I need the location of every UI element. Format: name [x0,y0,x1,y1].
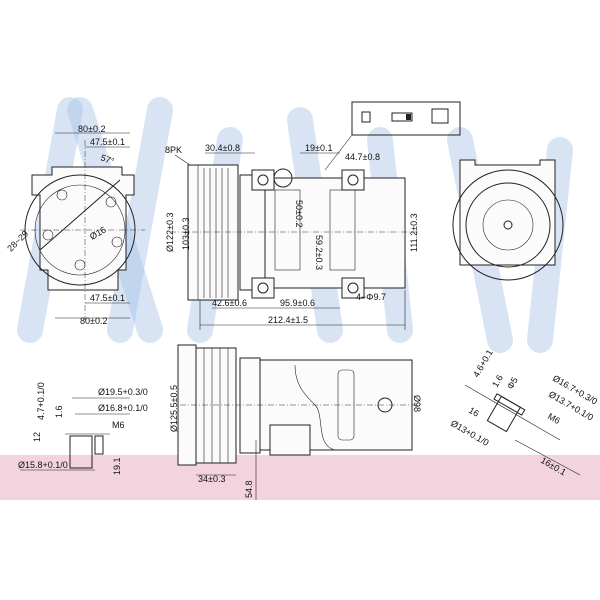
dim-phi-5: Φ5 [505,375,520,391]
fitting-detail-left: Ø19.5+0.3/0 Ø16.8+0.1/0 M6 4.7+0.1/0 1.6… [18,382,148,475]
dim-19: 19±0.1 [305,143,332,153]
pink-band [0,455,600,500]
bottom-view: Ø125.5±0.5 34±0.3 54.8 Ø98 [169,344,422,500]
dim-belt-8pk: 8PK [165,145,182,155]
dim-34: 34±0.3 [198,474,225,484]
dim-50: 50±0.2 [294,200,304,227]
dim-dia-122: Ø122±0.3 [165,213,175,252]
dim-44-7: 44.7±0.8 [345,152,380,162]
connector-icon [361,111,371,123]
dim-dia-16-8: Ø16.8+0.1/0 [98,403,148,413]
dim-holes: 4−Φ9.7 [356,292,386,302]
dim-80-bottom: 80±0.2 [80,316,107,326]
dim-95-9: 95.9±0.6 [280,298,315,308]
dim-111-2: 111.2±0.3 [409,213,419,252]
dim-dia-125-5: Ø125.5±0.5 [169,385,179,432]
dim-103: 103±0.3 [181,218,191,250]
dim-30-4: 30.4±0.8 [205,143,240,153]
dim-4-7: 4.7+0.1/0 [36,382,46,420]
dim-m6-right: M6 [546,411,562,426]
side-view: 8PK 30.4±0.8 19±0.1 44.7±0.8 Ø122±0.3 10… [165,143,420,330]
rear-view [452,159,564,281]
dim-dia-98: Ø98 [412,395,422,412]
dim-19-1: 19.1 [112,457,122,475]
dim-dia-19-5: Ø19.5+0.3/0 [98,387,148,397]
dim-4-6: 4.6+0.1 [471,348,495,379]
dim-1-6: 1.6 [54,405,64,418]
dim-angle: 57° [99,152,116,166]
dim-54-8: 54.8 [244,480,254,498]
dim-47-top: 47.5±0.1 [90,137,125,147]
dim-1-6-right: 1.6 [490,373,505,389]
dim-47-bottom: 47.5±0.1 [90,293,125,303]
front-view: 80±0.2 47.5±0.1 57° 28~29 Ø16 47.5±0.1 8… [5,124,145,326]
dim-212-4: 212.4±1.5 [268,315,308,325]
dim-dia-13: Ø13+0.1/0 [449,418,491,448]
dim-59-2: 59.2±0.3 [314,235,324,270]
dim-m6: M6 [112,420,125,430]
connector-inset [324,101,461,171]
dim-80-top: 80±0.2 [78,124,105,134]
dim-16: 16 [467,405,481,419]
dim-42-6: 42.6±0.6 [212,298,247,308]
dim-dia-15-8: Ø15.8+0.1/0 [18,460,68,470]
dim-12: 12 [32,432,42,442]
